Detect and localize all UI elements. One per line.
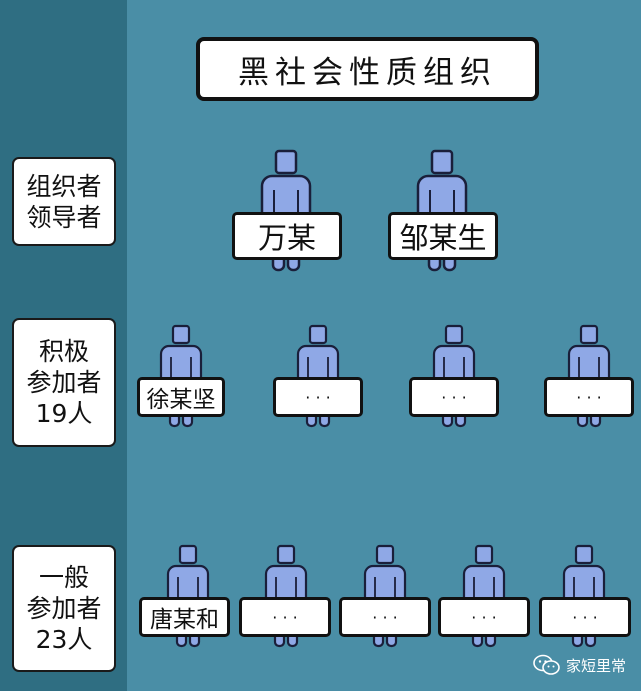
- wechat-icon: [533, 654, 560, 675]
- member-name-sign: · · ·: [409, 377, 499, 417]
- member-name: · · ·: [372, 607, 398, 627]
- member-name-sign: · · ·: [273, 377, 363, 417]
- member-name-sign: 徐某坚: [137, 377, 225, 417]
- member-name-sign: 万某: [232, 212, 342, 260]
- chart-title: 黑社会性质组织: [196, 37, 539, 101]
- member-name: 邹某生: [399, 221, 487, 255]
- tier-label-line: 参加者: [26, 594, 102, 623]
- member-name-sign: · · ·: [544, 377, 634, 417]
- member-name-sign: · · ·: [438, 597, 530, 637]
- watermark-text: 家短里常: [566, 656, 627, 675]
- tier-label-line: 19人: [35, 399, 93, 428]
- tier-label-leaders: 组织者 领导者: [12, 157, 116, 246]
- watermark: 家短里常: [533, 654, 626, 676]
- tier-label-line: 积极: [38, 337, 89, 366]
- member-name: · · ·: [272, 607, 298, 627]
- member-name: · · ·: [441, 387, 467, 407]
- tier-label-general: 一般 参加者 23人: [12, 545, 116, 672]
- tier-label-line: 23人: [35, 625, 93, 654]
- member-name: · · ·: [576, 387, 602, 407]
- tier-label-line: 一般: [38, 563, 89, 592]
- member-name: · · ·: [471, 607, 497, 627]
- member-name: 万某: [257, 221, 316, 255]
- member-name-sign: 唐某和: [139, 597, 230, 637]
- member-name-sign: · · ·: [339, 597, 431, 637]
- tier-label-line: 领导者: [26, 202, 102, 232]
- tier-label-active: 积极 参加者 19人: [12, 318, 116, 447]
- member-name: 徐某坚: [146, 387, 216, 413]
- member-name-sign: · · ·: [239, 597, 331, 637]
- member-name: 唐某和: [150, 607, 219, 633]
- member-name: · · ·: [572, 607, 598, 627]
- tier-label-line: 组织者: [26, 171, 102, 201]
- member-name-sign: · · ·: [539, 597, 631, 637]
- tier-label-line: 参加者: [26, 368, 102, 397]
- member-name: · · ·: [305, 387, 331, 407]
- title-text: 黑社会性质组织: [238, 54, 497, 91]
- member-name-sign: 邹某生: [388, 212, 498, 260]
